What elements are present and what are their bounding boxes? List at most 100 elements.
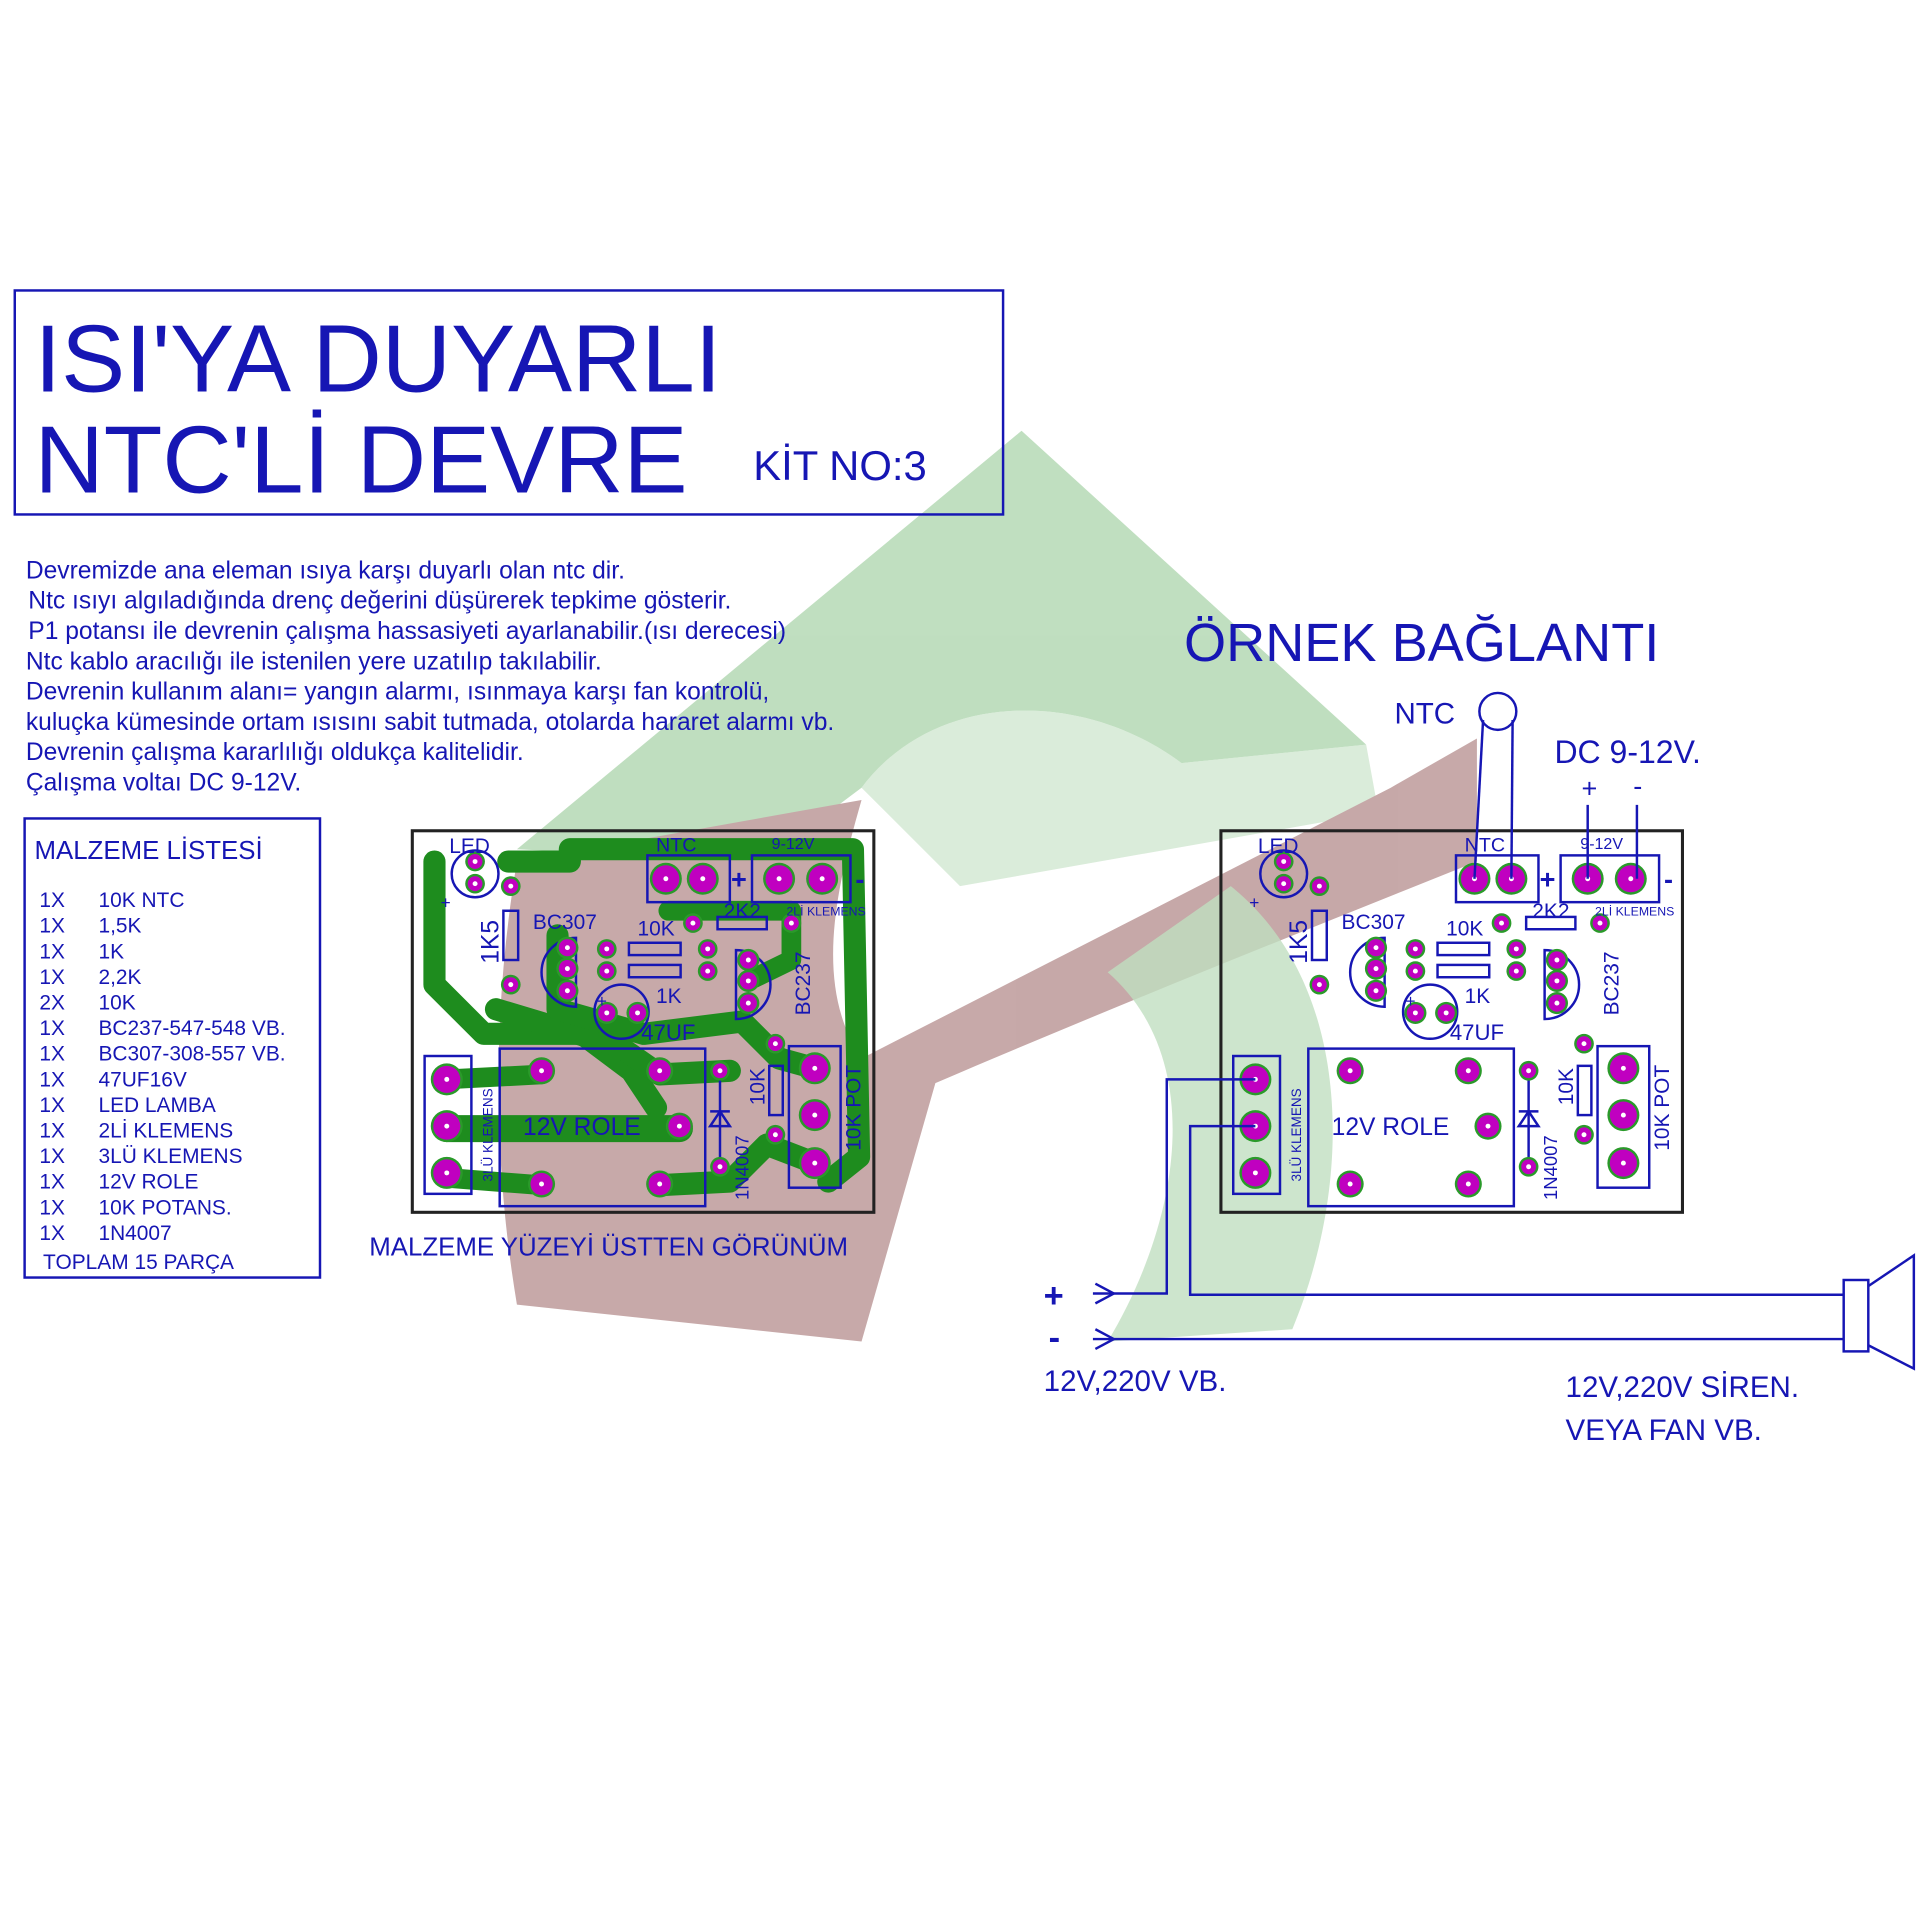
solder-pad [710, 1060, 730, 1081]
relay-label: 12V ROLE [1332, 1114, 1450, 1141]
solder-pad [798, 1147, 831, 1180]
capacitor-label: 47UF [1450, 1020, 1504, 1045]
relay [1307, 1047, 1516, 1208]
led-label: LED [449, 835, 490, 858]
part-qty: 1X [39, 1196, 65, 1219]
solder-pad [1574, 1124, 1594, 1145]
solder-pad [1607, 1099, 1640, 1132]
example-title: ÖRNEK BAĞLANTI [1184, 613, 1659, 673]
solder-pad [465, 851, 485, 872]
description-line: Devremizde ana eleman ısıya karşı duyarl… [26, 557, 625, 584]
solder-pad [528, 1170, 556, 1198]
solder-pad [1506, 961, 1527, 981]
parts-total: TOPLAM 15 PARÇA [43, 1251, 234, 1274]
solder-pad [1506, 939, 1527, 959]
led-component [1259, 849, 1330, 899]
part-name: 2,2K [98, 966, 141, 989]
part-qty: 1X [39, 1222, 65, 1245]
solder-pad [737, 948, 760, 972]
bc307-label: BC307 [1342, 911, 1406, 934]
solder-pad [465, 873, 485, 894]
parts-list-item: 1X 12V ROLE [39, 1171, 198, 1194]
description-line: Çalışma voltaı DC 9-12V. [26, 769, 301, 796]
resistor-10k [1436, 941, 1491, 957]
pcb-outline [1219, 829, 1685, 1214]
solder-pad [765, 1124, 786, 1145]
parts-list-title: MALZEME LİSTESİ [34, 836, 262, 865]
part-qty: 1X [39, 966, 65, 989]
load-label-2: VEYA FAN VB. [1566, 1414, 1762, 1447]
capacitor-47uf [593, 983, 650, 1040]
diode-label: 1N4007 [731, 1135, 752, 1200]
ntc-terminal [1454, 854, 1540, 904]
load-label-1: 12V,220V SİREN. [1566, 1371, 1800, 1404]
part-name: 12V ROLE [98, 1171, 198, 1194]
solder-pad [798, 1099, 831, 1132]
parts-list-box [23, 817, 322, 1279]
resistor-10k-b-label: 10K [1555, 1068, 1578, 1105]
solder-pad [649, 862, 682, 895]
diode-1n4007 [707, 1070, 733, 1167]
solder-pad [686, 862, 719, 895]
supply-plus: + [731, 864, 747, 895]
solder-pad [1614, 862, 1647, 895]
solder-pad [763, 862, 796, 895]
part-qty: 1X [39, 1171, 65, 1194]
solder-pad [1336, 1057, 1364, 1085]
solder-pad [556, 979, 579, 1002]
part-qty: 1X [39, 1043, 65, 1066]
solder-pad [683, 913, 703, 933]
part-name: 10K POTANS. [98, 1196, 231, 1219]
supply-terminal [1559, 854, 1661, 904]
description-line: Ntc kablo aracılığı ile istenilen yere u… [26, 648, 602, 675]
resistor-10k-label: 10K [638, 917, 675, 940]
part-qty: 1X [39, 940, 65, 963]
solder-pad [1590, 913, 1610, 933]
part-name: 3LÜ KLEMENS [98, 1145, 242, 1168]
solder-pad [697, 939, 718, 959]
supply-minus: - [1664, 864, 1673, 895]
solder-pad [596, 939, 617, 959]
resistor-1k [1436, 963, 1491, 979]
parts-list-item: 1X 10K POTANS. [39, 1196, 231, 1219]
relay-label: 12V ROLE [523, 1114, 641, 1141]
part-name: 2Lİ KLEMENS [98, 1119, 233, 1142]
solder-pad [1574, 1033, 1594, 1054]
solder-pad [1364, 936, 1388, 959]
solder-pad [595, 1001, 618, 1024]
resistor-10k-b [1576, 1064, 1593, 1117]
diode-1n4007 [1516, 1070, 1541, 1167]
solder-pad [1273, 873, 1294, 894]
dc-supply-label: DC 9-12V. [1554, 734, 1700, 770]
resistor-10k-b-label: 10K [746, 1068, 769, 1105]
description-line: P1 potansı ile devrenin çalışma hassasiy… [28, 618, 786, 645]
ntc-sensor-wiring: NTC [1394, 691, 1518, 879]
dc-plus-label: + [1582, 773, 1598, 804]
solder-pad [665, 1112, 693, 1140]
solder-pad [798, 1052, 831, 1085]
part-name: 1K [98, 940, 124, 963]
solder-pad [500, 876, 521, 896]
resistor-10k-b [768, 1064, 784, 1117]
supply-minus: - [855, 864, 864, 895]
solder-pad [1545, 969, 1568, 992]
solder-pad [500, 974, 521, 995]
title-line-2: NTC'Lİ DEVRE [34, 406, 687, 513]
part-name: 1,5K [98, 915, 141, 938]
ntc-terminal-label: NTC [656, 835, 696, 857]
dc-supply-wiring: DC 9-12V. + - [1554, 734, 1701, 879]
solder-pad [1518, 1060, 1539, 1081]
ntc-sensor-icon [1478, 691, 1518, 732]
2-way-terminal-label: 2Lİ KLEMENS [1595, 905, 1674, 919]
solder-pad [1309, 876, 1330, 896]
part-name: BC237-547-548 VB. [98, 1017, 285, 1040]
3-way-terminal-label: 3LÜ KLEMENS [1289, 1088, 1304, 1181]
resistor-1k-label: 1K [656, 985, 682, 1008]
part-qty: 1X [39, 1068, 65, 1091]
bc237-label: BC237 [1600, 951, 1623, 1015]
